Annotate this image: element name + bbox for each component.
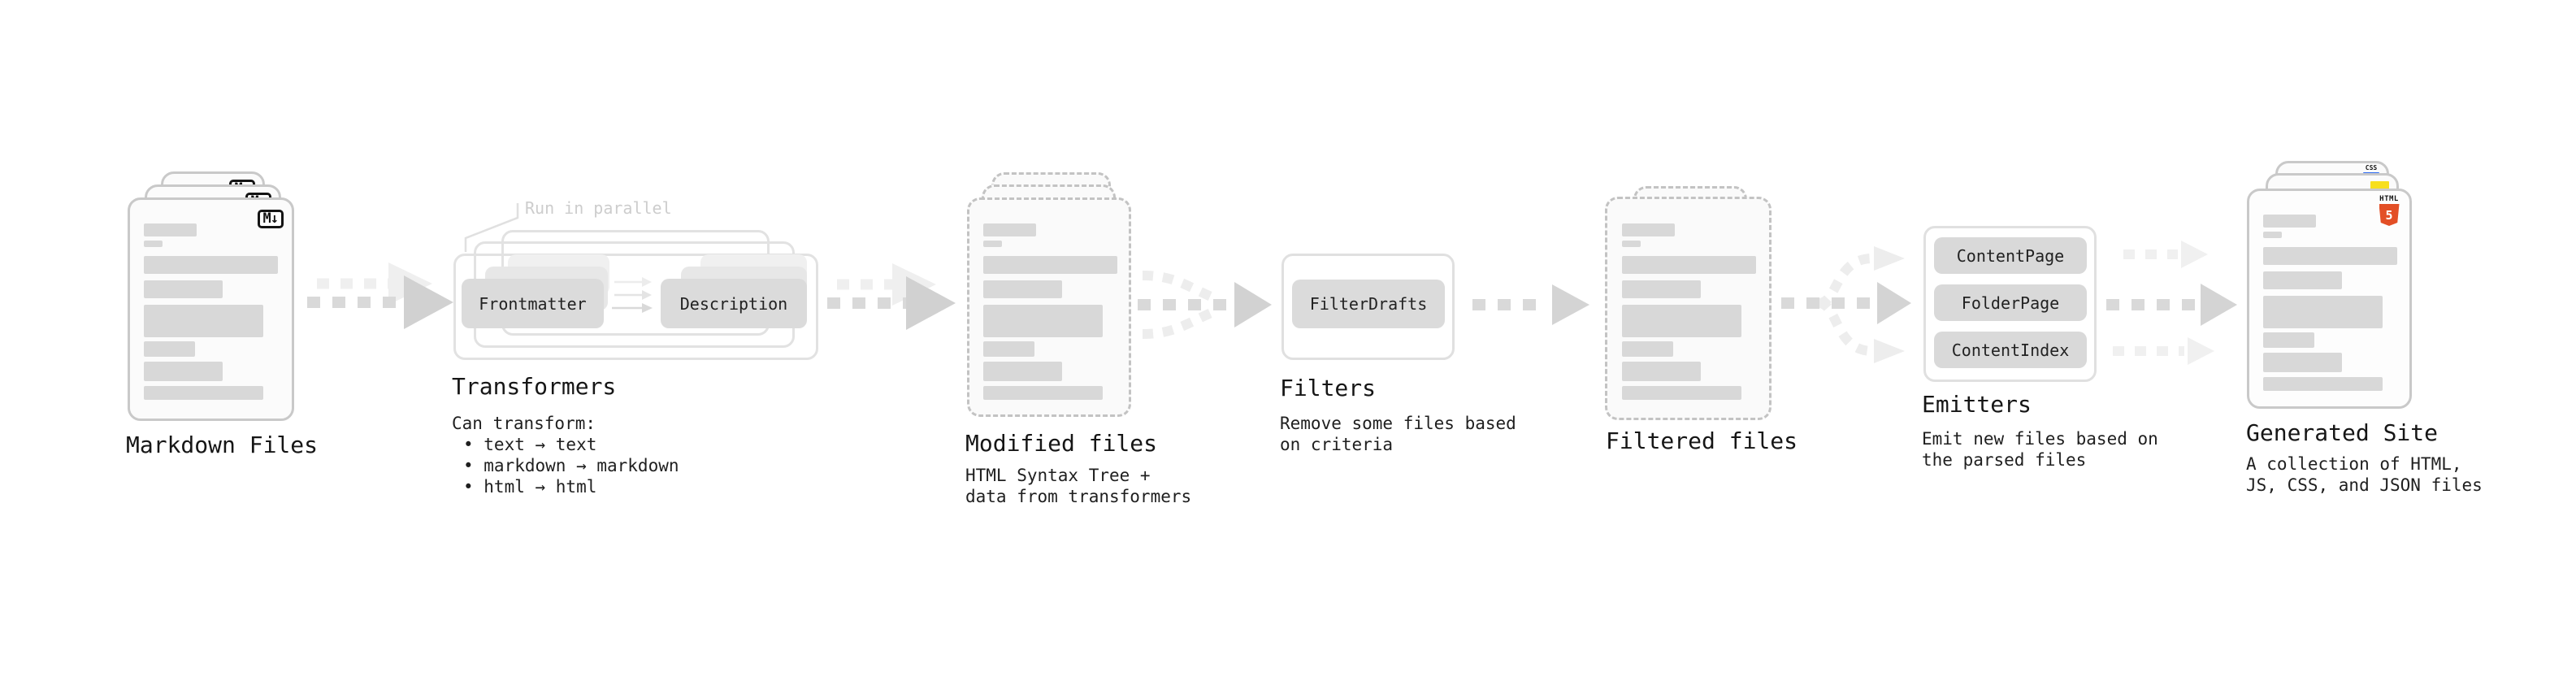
- text-line-placeholder: [1622, 241, 1641, 247]
- subtitle-line: A collection of HTML,: [2246, 454, 2462, 474]
- modified-file-card-front: [967, 197, 1131, 417]
- flow-arrow-markdown-to-transformers: [307, 262, 453, 329]
- stage-title-transformers: Transformers: [452, 373, 617, 400]
- description-chip: Description: [661, 279, 807, 328]
- html5-icon: HTML 5: [2378, 196, 2400, 226]
- text-line-placeholder: [1622, 223, 1675, 236]
- text-line-placeholder: [1622, 386, 1741, 400]
- text-line-placeholder: [983, 305, 1103, 337]
- subtitle-line: data from transformers: [965, 487, 1192, 506]
- html5-shield: 5: [2379, 204, 2400, 226]
- filterdrafts-label: FilterDrafts: [1309, 294, 1428, 314]
- text-line-placeholder: [2263, 332, 2314, 348]
- text-line-placeholder: [983, 223, 1036, 236]
- html5-badge-label: HTML: [2379, 195, 2399, 203]
- generated-site-card-front: HTML 5: [2247, 189, 2412, 409]
- flow-arrows-emitters-to-generated: [2106, 241, 2237, 365]
- text-line-placeholder: [1622, 280, 1701, 298]
- text-line-placeholder: [983, 386, 1103, 400]
- flow-arrow-filters-to-filtered: [1472, 284, 1589, 325]
- subtitle-line: on criteria: [1280, 435, 1394, 454]
- stage-title-markdown-files: Markdown Files: [126, 432, 319, 458]
- subtitle-line: JS, CSS, and JSON files: [2246, 475, 2483, 495]
- emitters-subtitle: Emit new files based on the parsed files: [1922, 428, 2158, 471]
- bullet-html-to-html: • html → html: [463, 477, 597, 497]
- subtitle-line: HTML Syntax Tree +: [965, 466, 1151, 485]
- contentindex-chip: ContentIndex: [1934, 332, 2087, 368]
- flow-arrow-modified-to-filters-merge: [1138, 271, 1272, 339]
- modified-files-subtitle: HTML Syntax Tree + data from transformer…: [965, 465, 1191, 507]
- description-label: Description: [679, 293, 788, 314]
- text-line-placeholder: [2263, 271, 2342, 289]
- html5-number: 5: [2385, 207, 2393, 223]
- subtitle-line: Remove some files based: [1280, 414, 1516, 433]
- contentpage-chip: ContentPage: [1934, 237, 2087, 274]
- stage-title-emitters: Emitters: [1922, 391, 2032, 418]
- text-line-placeholder: [144, 280, 223, 298]
- bullet-markdown-to-markdown: • markdown → markdown: [463, 456, 679, 475]
- filtered-file-card-front: [1605, 197, 1772, 420]
- text-line-placeholder: [144, 386, 263, 400]
- frontmatter-chip: Frontmatter: [462, 279, 604, 328]
- text-line-placeholder: [2263, 377, 2383, 391]
- text-line-placeholder: [2263, 353, 2342, 372]
- text-line-placeholder: [1622, 256, 1756, 274]
- text-line-placeholder: [2263, 296, 2383, 328]
- stage-title-filters: Filters: [1280, 375, 1377, 401]
- text-line-placeholder: [144, 241, 163, 247]
- text-line-placeholder: [1622, 305, 1741, 337]
- text-line-placeholder: [2263, 232, 2282, 238]
- text-line-placeholder: [1622, 341, 1673, 357]
- document-skeleton: [144, 223, 278, 400]
- text-line-placeholder: [144, 362, 223, 381]
- text-line-placeholder: [144, 256, 278, 274]
- generated-site-subtitle: A collection of HTML, JS, CSS, and JSON …: [2246, 453, 2483, 496]
- text-line-placeholder: [983, 341, 1034, 357]
- contentpage-label: ContentPage: [1956, 245, 2065, 266]
- stage-title-modified-files: Modified files: [965, 430, 1158, 457]
- filterdrafts-chip: FilterDrafts: [1292, 280, 1445, 328]
- document-skeleton: [983, 223, 1117, 400]
- markdown-file-card-front: M↓: [128, 197, 294, 421]
- transformers-description: Can transform: • text → text • markdown …: [452, 413, 679, 497]
- text-line-placeholder: [2263, 215, 2316, 228]
- text-line-placeholder: [144, 341, 195, 357]
- subtitle-line: the parsed files: [1922, 450, 2087, 470]
- text-line-placeholder: [144, 223, 197, 236]
- contentindex-label: ContentIndex: [1951, 340, 2070, 360]
- js-icon: [2370, 181, 2389, 189]
- stage-title-generated-site: Generated Site: [2246, 419, 2439, 446]
- text-line-placeholder: [144, 305, 263, 337]
- document-skeleton: [1622, 223, 1756, 400]
- folderpage-label: FolderPage: [1961, 293, 2060, 313]
- bullet-text-to-text: • text → text: [463, 435, 597, 454]
- flow-arrow-transformers-to-modified: [827, 263, 956, 330]
- folderpage-chip: FolderPage: [1934, 284, 2087, 321]
- text-line-placeholder: [983, 256, 1117, 274]
- css-badge-label: CSS: [2365, 164, 2378, 171]
- subtitle-line: Emit new files based on: [1922, 429, 2158, 449]
- filters-subtitle: Remove some files based on criteria: [1280, 413, 1516, 455]
- frontmatter-label: Frontmatter: [479, 293, 587, 314]
- stage-title-filtered-files: Filtered files: [1606, 427, 1798, 454]
- run-in-parallel-note: Run in parallel: [525, 198, 672, 218]
- text-line-placeholder: [983, 280, 1062, 298]
- text-line-placeholder: [2263, 247, 2397, 265]
- document-skeleton: [2263, 215, 2397, 391]
- text-line-placeholder: [983, 362, 1062, 381]
- can-transform-heading: Can transform:: [452, 414, 596, 433]
- transformer-frame-front: [453, 254, 818, 360]
- markdown-icon: M↓: [257, 210, 284, 228]
- text-line-placeholder: [1622, 362, 1701, 381]
- text-line-placeholder: [983, 241, 1002, 247]
- flow-arrow-filtered-to-emitters-fanout: [1781, 246, 1911, 363]
